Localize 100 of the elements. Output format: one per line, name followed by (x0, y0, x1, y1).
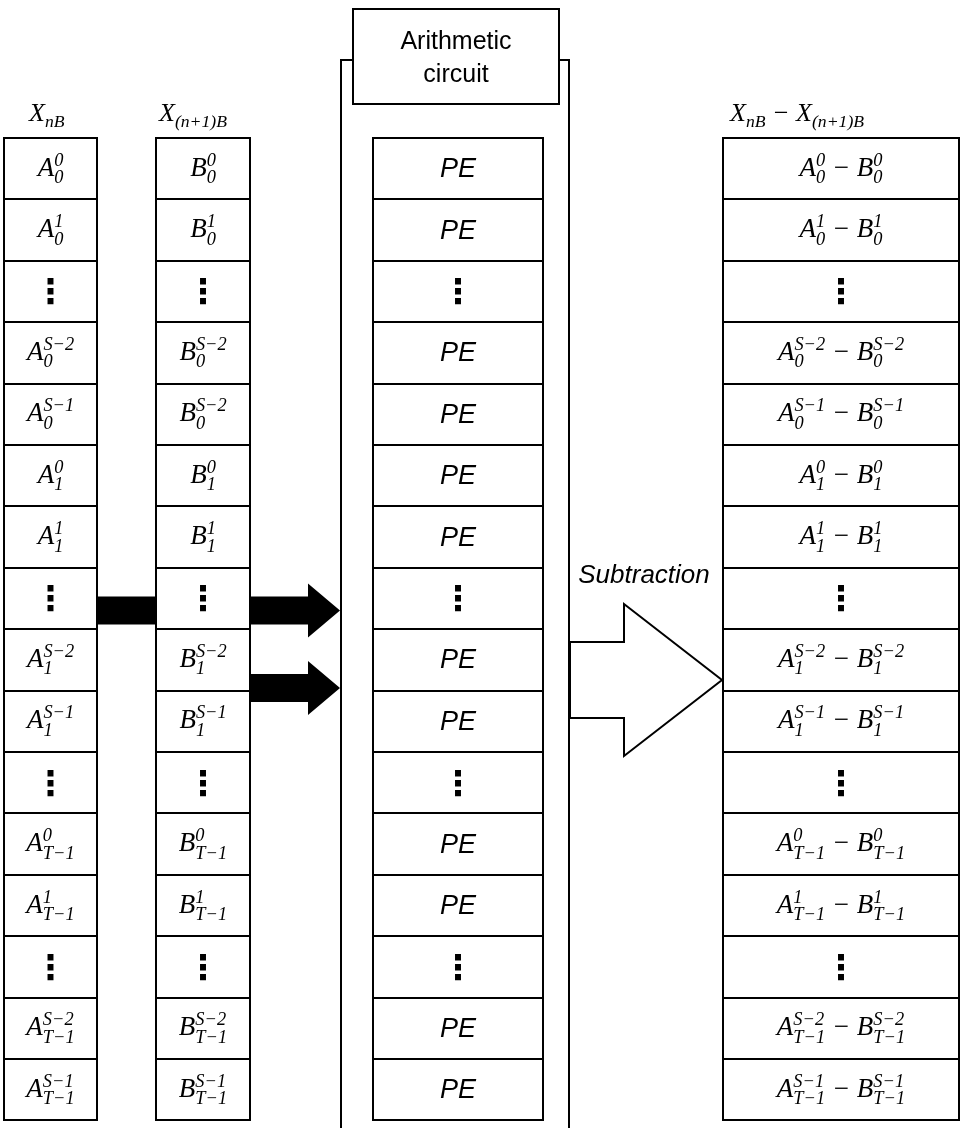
processing-element (372, 996, 544, 1060)
memory-cell (722, 566, 960, 631)
processing-element (372, 751, 544, 815)
processing-element (372, 873, 544, 938)
memory-cell (3, 259, 98, 324)
pe-label: PE (440, 890, 476, 921)
ellipsis: ⋮ (33, 581, 68, 616)
memory-cell (722, 935, 960, 999)
memory-cell (722, 137, 960, 201)
processing-element (372, 689, 544, 753)
ellipsis: ⋮ (33, 274, 68, 309)
memory-cell (155, 382, 251, 446)
processing-element (372, 198, 544, 262)
memory-cell (3, 935, 98, 999)
block-arrow (98, 596, 155, 625)
circuit-title: Arithmetic circuit (352, 8, 560, 105)
processing-element (372, 935, 544, 999)
ellipsis: ⋮ (33, 949, 68, 984)
memory-cell (722, 198, 960, 262)
processing-element (372, 382, 544, 446)
memory-cell (155, 1058, 251, 1122)
pe-label: PE (440, 460, 476, 492)
memory-cell (3, 873, 98, 938)
memory-cell (155, 689, 251, 753)
memory-cell (3, 996, 98, 1060)
processing-element (372, 628, 544, 692)
memory-cell (155, 812, 251, 876)
block-arrow (251, 660, 340, 715)
column-header: X$_{nB}$ (29, 100, 65, 131)
ellipsis: ⋮ (824, 765, 858, 800)
ellipsis: ⋮ (186, 949, 220, 984)
memory-cell (3, 566, 98, 631)
memory-cell (155, 321, 251, 385)
processing-element (372, 444, 544, 508)
pe-label: PE (440, 1012, 476, 1044)
memory-cell (155, 198, 251, 262)
memory-cell (3, 444, 98, 508)
memory-cell (3, 321, 98, 385)
memory-cell (722, 259, 960, 324)
memory-cell (722, 505, 960, 569)
memory-cell (722, 996, 960, 1060)
memory-cell (155, 996, 251, 1060)
memory-cell (3, 628, 98, 692)
memory-cell (722, 1058, 960, 1122)
memory-cell (3, 1058, 98, 1122)
memory-cell (3, 505, 98, 569)
block-arrow (251, 583, 340, 638)
memory-cell (155, 935, 251, 999)
ellipsis: ⋮ (441, 581, 475, 616)
processing-element (372, 259, 544, 324)
memory-cell (3, 382, 98, 446)
pe-label: PE (440, 828, 476, 860)
pe-label: PE (440, 337, 476, 369)
processing-element (372, 1058, 544, 1122)
processing-element (372, 321, 544, 385)
memory-cell (3, 751, 98, 815)
ellipsis: ⋮ (441, 274, 475, 309)
pe-label: PE (440, 644, 476, 676)
pe-label: PE (440, 521, 476, 553)
memory-cell (155, 873, 251, 938)
memory-cell (155, 259, 251, 324)
ellipsis: ⋮ (441, 765, 475, 800)
memory-cell (722, 873, 960, 938)
circuit-frame (340, 8, 570, 1128)
pe-label: PE (440, 705, 476, 737)
column-header: X$_{nB}$ − X$_{(n+1)B}$ (730, 100, 865, 131)
memory-cell (3, 689, 98, 753)
memory-cell (722, 812, 960, 876)
memory-cell (155, 505, 251, 569)
memory-cell (722, 751, 960, 815)
ellipsis: ⋮ (824, 949, 858, 984)
processing-element (372, 566, 544, 631)
memory-cell (3, 812, 98, 876)
memory-cell (722, 444, 960, 508)
pe-label: PE (440, 1074, 476, 1106)
processing-element (372, 812, 544, 876)
column-header: X$_{(n+1)B}$ (159, 100, 228, 131)
memory-cell (155, 137, 251, 201)
ellipsis: ⋮ (33, 765, 68, 800)
memory-cell (155, 566, 251, 631)
memory-cell (3, 198, 98, 262)
processing-element (372, 137, 544, 201)
memory-cell (155, 751, 251, 815)
pe-label: PE (440, 398, 476, 430)
ellipsis: ⋮ (186, 581, 220, 616)
memory-cell (155, 444, 251, 508)
memory-cell (722, 628, 960, 692)
memory-cell (722, 382, 960, 446)
ellipsis: ⋮ (824, 581, 858, 616)
ellipsis: ⋮ (441, 949, 475, 984)
ellipsis: ⋮ (824, 274, 858, 309)
processing-element (372, 505, 544, 569)
ellipsis: ⋮ (186, 274, 220, 309)
hollow-arrow (569, 601, 724, 759)
memory-cell (722, 321, 960, 385)
pe-label: PE (440, 153, 476, 185)
memory-cell (722, 689, 960, 753)
memory-cell (155, 628, 251, 692)
pe-label: PE (440, 214, 476, 246)
ellipsis: ⋮ (186, 765, 220, 800)
